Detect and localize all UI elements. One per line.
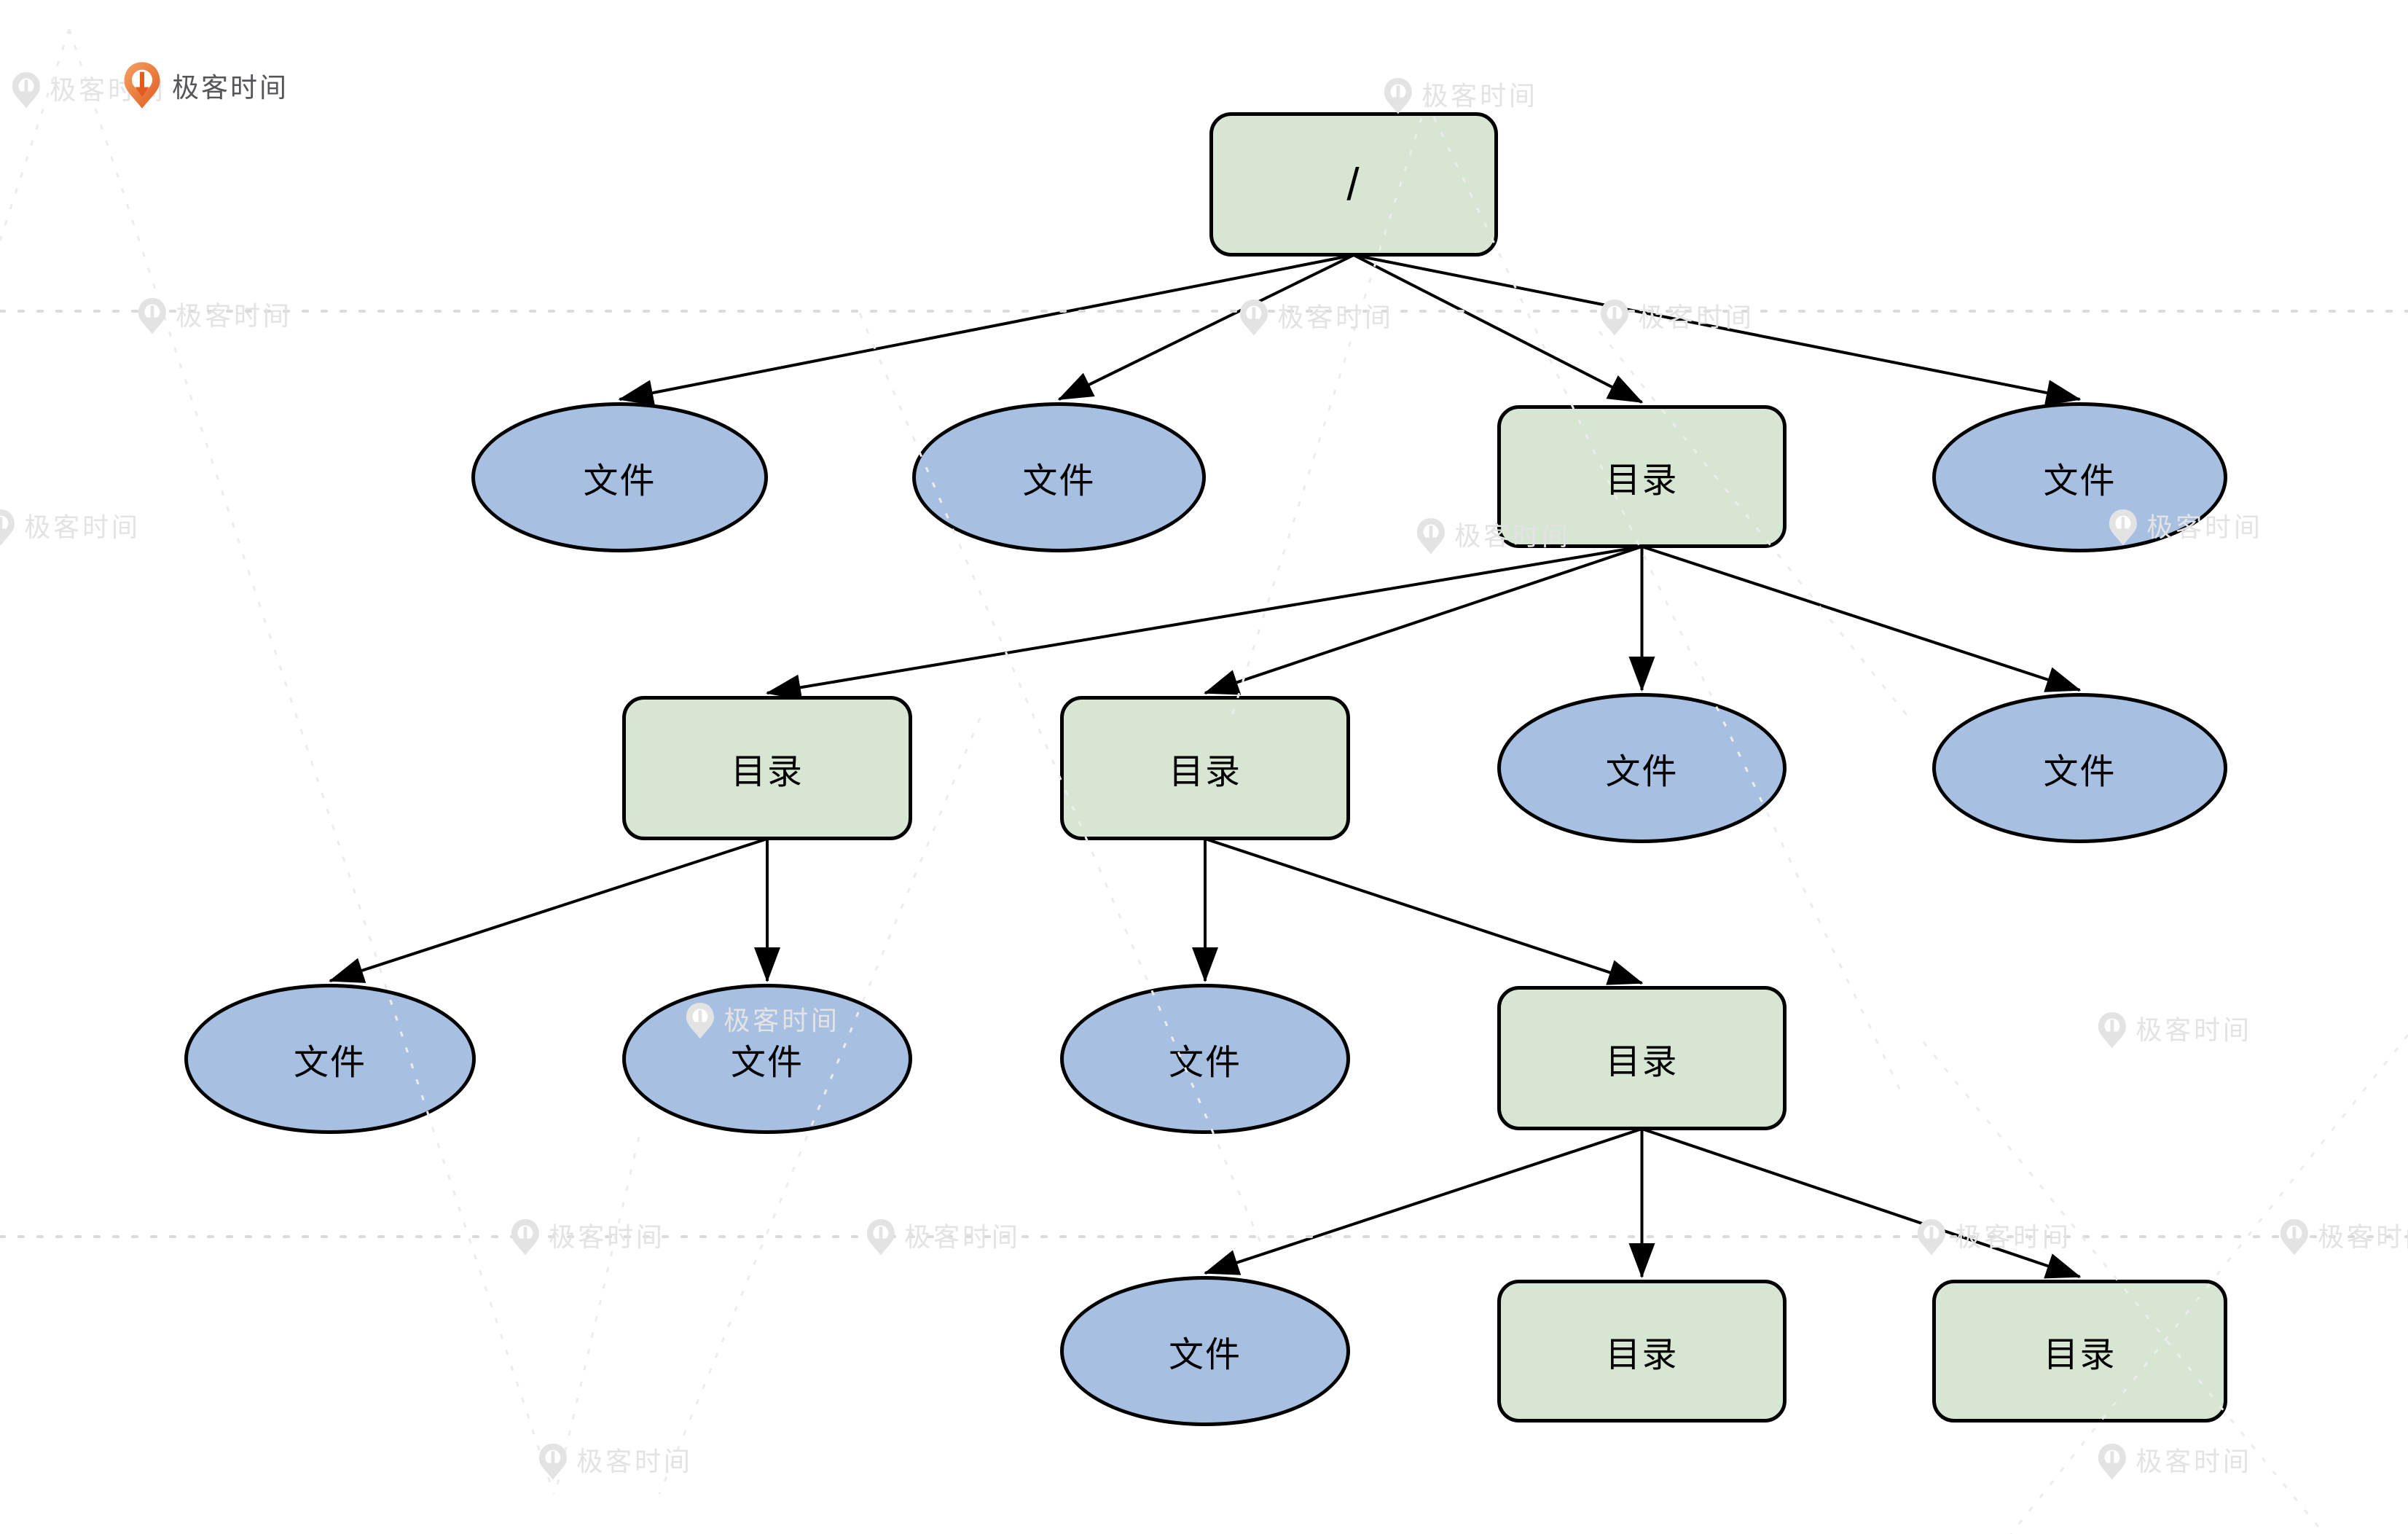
node-file: 文件 [1060, 984, 1350, 1134]
node-directory: 目录 [1060, 696, 1350, 840]
node-label: 目录 [1605, 1336, 1679, 1374]
edge-arrow [618, 254, 1354, 406]
node-label: 文件 [1168, 1336, 1242, 1374]
node-label: 目录 [1605, 461, 1679, 500]
edge-arrow [1204, 837, 1644, 985]
node-label: 文件 [730, 1044, 804, 1082]
edge-arrow [329, 837, 768, 983]
brand-logo: 极客时间 [122, 61, 289, 109]
edge-arrow [1353, 254, 2082, 406]
node-file: 文件 [1060, 1276, 1350, 1426]
edge-arrow [1204, 545, 1643, 695]
edge-arrow [1641, 545, 2082, 692]
node-label: 文件 [1022, 462, 1096, 501]
node-label: 目录 [730, 753, 804, 791]
node-file: 文件 [1932, 402, 2227, 552]
node-label: 目录 [1605, 1043, 1679, 1081]
edge-arrow [766, 545, 1642, 701]
node-label: 文件 [1605, 753, 1679, 791]
node-file: 文件 [184, 984, 476, 1134]
node-root: / [1209, 112, 1498, 257]
node-label: 文件 [1168, 1044, 1242, 1082]
node-directory: 目录 [1497, 986, 1787, 1130]
edge-arrow [1204, 1127, 1643, 1275]
node-label: 目录 [1168, 753, 1242, 791]
node-label: 文件 [583, 462, 656, 501]
brand-logo-text: 极客时间 [172, 73, 289, 103]
node-file: 文件 [1497, 693, 1787, 843]
node-directory: 目录 [1932, 1280, 2227, 1423]
node-label: / [1346, 159, 1361, 210]
node-file: 文件 [622, 984, 912, 1134]
edge-arrow [1641, 1127, 2082, 1279]
node-label: 文件 [293, 1044, 366, 1082]
node-file: 文件 [1932, 693, 2227, 843]
node-directory: 目录 [1497, 1280, 1787, 1423]
node-file: 文件 [471, 402, 768, 552]
node-directory: 目录 [622, 696, 912, 840]
node-label: 文件 [2043, 753, 2117, 791]
node-label: 目录 [2043, 1336, 2117, 1374]
brand-logo-icon [124, 62, 160, 109]
edge-arrow [1057, 254, 1354, 401]
node-file: 文件 [912, 402, 1206, 552]
node-directory: 目录 [1497, 405, 1787, 548]
edge-arrow [1353, 254, 1644, 404]
node-label: 文件 [2043, 462, 2117, 501]
